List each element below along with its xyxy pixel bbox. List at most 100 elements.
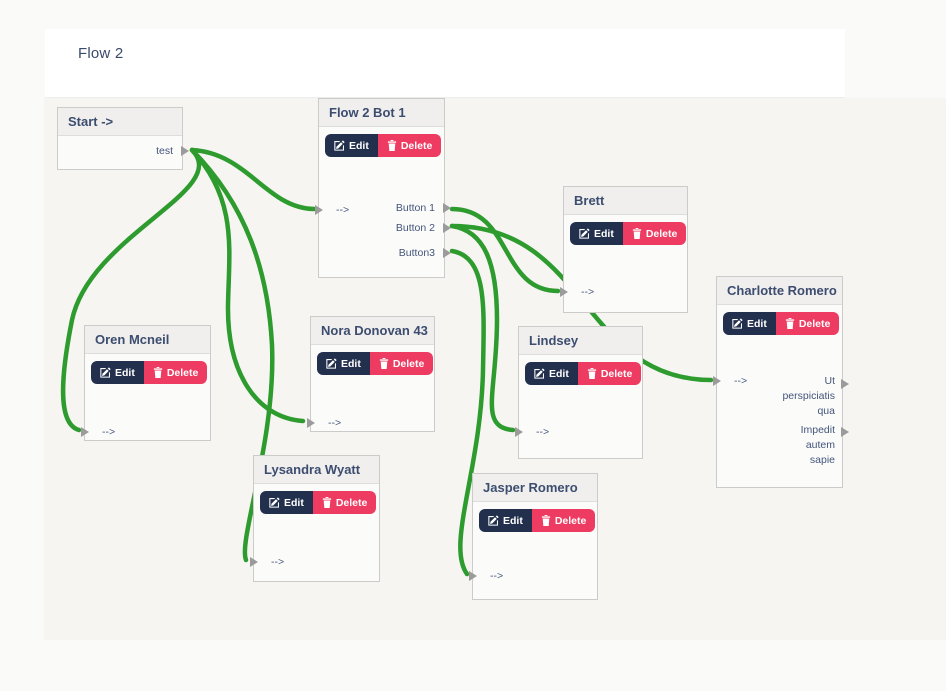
- edit-button-label: Edit: [284, 496, 304, 509]
- port-arrow-icon: [713, 376, 721, 386]
- node-lindsey-header[interactable]: Lindsey: [519, 327, 642, 355]
- edit-button-label: Edit: [115, 366, 135, 379]
- node-flow2bot1[interactable]: Flow 2 Bot 1 Edit Delete --> Button 1 Bu…: [315, 98, 451, 278]
- node-flow2bot1-header[interactable]: Flow 2 Bot 1: [319, 99, 444, 127]
- flow-header-bar: Flow 2: [45, 29, 845, 98]
- delete-button-label: Delete: [166, 366, 199, 379]
- node-lindsey[interactable]: Lindsey Edit Delete -->: [515, 326, 643, 459]
- node-nora-actions: Edit Delete: [317, 352, 434, 375]
- port-in[interactable]: -->: [307, 417, 342, 429]
- node-brett[interactable]: Brett Edit Delete -->: [560, 186, 688, 313]
- port-in-label: -->: [336, 204, 350, 216]
- node-charlotte[interactable]: Charlotte Romero Edit Delete --> Ut pers…: [713, 276, 849, 488]
- port-out-impedit[interactable]: [841, 427, 849, 437]
- node-nora[interactable]: Nora Donovan 43 Edit Delete -->: [307, 316, 435, 432]
- node-start[interactable]: Start -> test: [57, 107, 189, 170]
- port-arrow-icon: [250, 557, 258, 567]
- node-jasper-header[interactable]: Jasper Romero: [473, 474, 597, 502]
- delete-button[interactable]: Delete: [622, 222, 687, 245]
- edge-button2-to-lindsey[interactable]: [449, 223, 516, 433]
- trash-icon: [322, 497, 331, 508]
- port-in[interactable]: -->: [560, 286, 595, 298]
- node-jasper[interactable]: Jasper Romero Edit Delete -->: [469, 473, 598, 600]
- node-oren-header[interactable]: Oren Mcneil: [85, 326, 210, 354]
- trash-icon: [153, 367, 162, 378]
- port-out-button1[interactable]: Button 1: [395, 202, 451, 214]
- delete-button[interactable]: Delete: [577, 362, 642, 385]
- delete-button-label: Delete: [335, 496, 368, 509]
- delete-button[interactable]: Delete: [312, 491, 377, 514]
- edge-test-to-oren[interactable]: [60, 147, 202, 433]
- port-in-label: -->: [102, 426, 116, 438]
- edit-button-label: Edit: [503, 514, 523, 527]
- edge-button1-to-brett[interactable]: [449, 206, 561, 294]
- pencil-square-icon: [269, 497, 280, 508]
- port-in-label: -->: [271, 556, 285, 568]
- edge-test-to-bot[interactable]: [189, 147, 317, 212]
- node-lysandra[interactable]: Lysandra Wyatt Edit Delete -->: [250, 455, 380, 582]
- port-in[interactable]: -->: [713, 375, 747, 387]
- edit-button[interactable]: Edit: [260, 491, 313, 514]
- port-out-button2-label: Button 2: [395, 222, 435, 234]
- port-arrow-icon: [181, 146, 189, 156]
- edit-button[interactable]: Edit: [525, 362, 578, 385]
- port-in-label: -->: [490, 570, 504, 582]
- node-nora-header[interactable]: Nora Donovan 43: [311, 317, 434, 345]
- port-arrow-icon: [315, 205, 323, 215]
- node-brett-header[interactable]: Brett: [564, 187, 687, 215]
- port-in[interactable]: -->: [81, 426, 116, 438]
- port-in-label: -->: [581, 286, 595, 298]
- port-in[interactable]: -->: [469, 570, 504, 582]
- port-arrow-icon: [515, 427, 523, 437]
- port-in-label: -->: [328, 417, 342, 429]
- port-arrow-icon: [443, 203, 451, 213]
- edit-button[interactable]: Edit: [479, 509, 532, 532]
- pencil-square-icon: [326, 358, 337, 369]
- port-out-button3[interactable]: Button3: [399, 247, 451, 259]
- port-in[interactable]: -->: [250, 556, 285, 568]
- port-out-test[interactable]: test: [156, 145, 189, 157]
- edit-button-label: Edit: [747, 317, 767, 330]
- delete-button-label: Delete: [554, 514, 587, 527]
- pencil-square-icon: [732, 318, 743, 329]
- pencil-square-icon: [579, 228, 590, 239]
- edit-button[interactable]: Edit: [91, 361, 144, 384]
- port-arrow-icon: [81, 427, 89, 437]
- delete-button[interactable]: Delete: [143, 361, 208, 384]
- port-arrow-icon: [560, 287, 568, 297]
- edge-test-to-nora[interactable]: [189, 147, 306, 424]
- port-out-button1-label: Button 1: [395, 202, 435, 214]
- port-out-button2[interactable]: Button 2: [395, 222, 451, 234]
- delete-button[interactable]: Delete: [531, 509, 596, 532]
- port-arrow-icon: [443, 248, 451, 258]
- edit-button[interactable]: Edit: [325, 134, 378, 157]
- pencil-square-icon: [488, 515, 499, 526]
- edge-test-to-lysandra[interactable]: [189, 147, 275, 563]
- port-out-ut-label: Ut perspiciatis qua: [782, 375, 835, 417]
- delete-button[interactable]: Delete: [369, 352, 434, 375]
- node-oren-actions: Edit Delete: [91, 361, 210, 384]
- port-out-test-label: test: [156, 145, 173, 157]
- node-charlotte-header[interactable]: Charlotte Romero: [717, 277, 842, 305]
- node-start-header[interactable]: Start ->: [58, 108, 182, 136]
- delete-button[interactable]: Delete: [775, 312, 840, 335]
- edit-button[interactable]: Edit: [317, 352, 370, 375]
- pencil-square-icon: [100, 367, 111, 378]
- edit-button[interactable]: Edit: [570, 222, 623, 245]
- pencil-square-icon: [334, 140, 345, 151]
- node-brett-actions: Edit Delete: [570, 222, 687, 245]
- node-oren[interactable]: Oren Mcneil Edit Delete -->: [81, 325, 211, 441]
- trash-icon: [541, 515, 550, 526]
- delete-button[interactable]: Delete: [377, 134, 442, 157]
- trash-icon: [785, 318, 794, 329]
- port-in[interactable]: -->: [315, 204, 350, 216]
- port-arrow-icon: [469, 571, 477, 581]
- edge-button3-to-jasper[interactable]: [449, 248, 486, 577]
- port-arrow-icon: [443, 223, 451, 233]
- node-lysandra-header[interactable]: Lysandra Wyatt: [254, 456, 379, 484]
- port-in[interactable]: -->: [515, 426, 549, 438]
- port-out-ut[interactable]: [841, 379, 849, 389]
- node-charlotte-actions: Edit Delete: [723, 312, 842, 335]
- delete-button-label: Delete: [600, 367, 633, 380]
- edit-button[interactable]: Edit: [723, 312, 776, 335]
